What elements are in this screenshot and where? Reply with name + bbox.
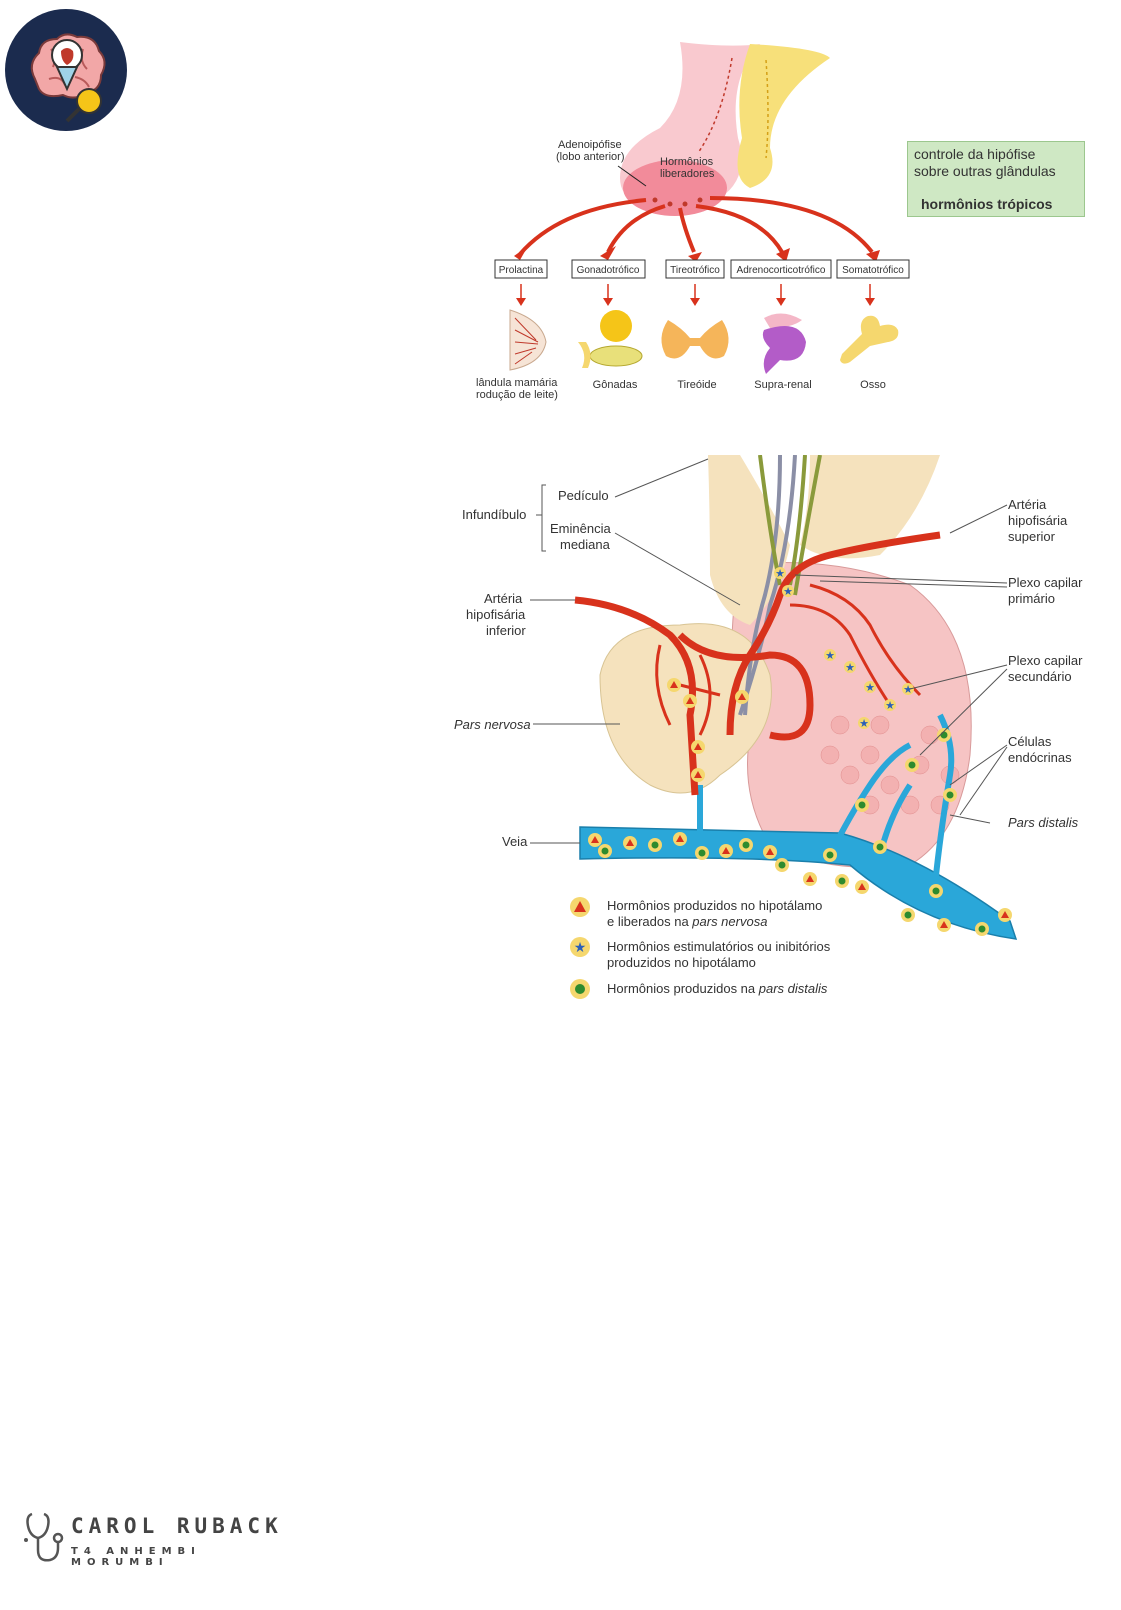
- legend-item-1-line1: Hormônios produzidos no hipotálamo: [607, 898, 822, 913]
- eminencia-sublabel: mediana: [560, 537, 611, 552]
- legend-dot-icon: [570, 979, 590, 999]
- plexo-sec-label-2: secundário: [1008, 669, 1072, 684]
- legend-item-1-line2: e liberados na pars nervosa: [607, 914, 767, 929]
- svg-text:★: ★: [783, 586, 793, 598]
- legend-item-2-line1: Hormônios estimulatórios ou inibitórios: [607, 939, 831, 954]
- thyroid-icon: [661, 320, 728, 358]
- gonads-icon: [578, 310, 642, 368]
- eminencia-label: Eminência: [550, 521, 611, 536]
- gonadotrofico-label: Gonadotrófico: [577, 265, 640, 276]
- bone-icon: [840, 316, 898, 364]
- adrenal-icon: [763, 313, 806, 374]
- footer-subtitle: T4 ANHEMBI MORUMBI: [71, 1546, 300, 1568]
- hormones-label: Hormônios: [660, 156, 714, 168]
- footer: CAROL RUBACK T4 ANHEMBI MORUMBI: [20, 1508, 300, 1568]
- infundibulo-label: Infundíbulo: [462, 507, 526, 522]
- adrenocorticotrofico-label: Adrenocorticotrófico: [737, 265, 826, 276]
- svg-text:★: ★: [775, 568, 785, 580]
- legend-item-2-line2: produzidos no hipotálamo: [607, 955, 756, 970]
- svg-text:★: ★: [903, 684, 913, 696]
- pars-nervosa-label: Pars nervosa: [454, 717, 531, 732]
- art-inf-label-1: Artéria: [484, 591, 523, 606]
- adeno-sublabel: (lobo anterior): [556, 151, 624, 163]
- legend: Hormônios produzidos no hipotálamo e lib…: [570, 897, 831, 999]
- celulas-label-1: Células: [1008, 734, 1052, 749]
- mammary-label: lândula mamária: [476, 377, 558, 389]
- footer-name: CAROL RUBACK: [71, 1514, 283, 1538]
- green-box-line2: sobre outras glândulas: [914, 163, 1056, 179]
- logo: [5, 9, 127, 131]
- plexo-sec-label-1: Plexo capilar: [1008, 653, 1083, 668]
- plexo-prim-label-1: Plexo capilar: [1008, 575, 1083, 590]
- brain-logo-icon: [5, 9, 127, 131]
- celulas-label-2: endócrinas: [1008, 750, 1072, 765]
- svg-text:★: ★: [885, 700, 895, 712]
- svg-text:★: ★: [825, 650, 835, 662]
- legend-star-icon: ★: [570, 937, 590, 957]
- pediculo-label: Pedículo: [558, 488, 609, 503]
- plexo-prim-label-2: primário: [1008, 591, 1055, 606]
- pituitary-portal-figure: ★ ★ ★ ★ ★ ★ ★ ★ Infundíbulo: [450, 455, 1090, 1015]
- art-inf-label-3: inferior: [486, 623, 526, 638]
- legend-item-3: Hormônios produzidos na pars distalis: [607, 981, 828, 996]
- mammary-sublabel: rodução de leite): [476, 389, 558, 401]
- art-sup-label-2: hipofisária: [1008, 513, 1068, 528]
- tireotrofico-label: Tireotrófico: [670, 265, 720, 276]
- osso-label: Osso: [860, 379, 886, 391]
- adeno-label: Adenoipófise: [558, 139, 622, 151]
- hormones-sublabel: liberadores: [660, 168, 715, 180]
- svg-text:★: ★: [574, 939, 587, 955]
- gonadas-label: Gônadas: [593, 379, 638, 391]
- svg-text:★: ★: [859, 718, 869, 730]
- art-sup-label-1: Artéria: [1008, 497, 1047, 512]
- svg-text:★: ★: [865, 682, 875, 694]
- stethoscope-icon: [20, 1510, 66, 1566]
- tireoide-label: Tireóide: [677, 379, 716, 391]
- green-box-bold: hormônios trópicos: [921, 196, 1052, 212]
- pars-distalis-label: Pars distalis: [1008, 815, 1079, 830]
- veia-label: Veia: [502, 834, 528, 849]
- prolactina-label: Prolactina: [499, 265, 544, 276]
- hypophysis-tropic-figure: Adenoipófise (lobo anterior) Hormônios l…: [470, 38, 1090, 408]
- mammary-gland-icon: [510, 310, 546, 370]
- green-box-line1: controle da hipófise: [914, 146, 1035, 162]
- svg-text:★: ★: [845, 662, 855, 674]
- supra-renal-label: Supra-renal: [754, 379, 811, 391]
- art-inf-label-2: hipofisária: [466, 607, 526, 622]
- art-sup-label-3: superior: [1008, 529, 1056, 544]
- legend-triangle-icon: [570, 897, 590, 917]
- somatotrofico-label: Somatotrófico: [842, 265, 904, 276]
